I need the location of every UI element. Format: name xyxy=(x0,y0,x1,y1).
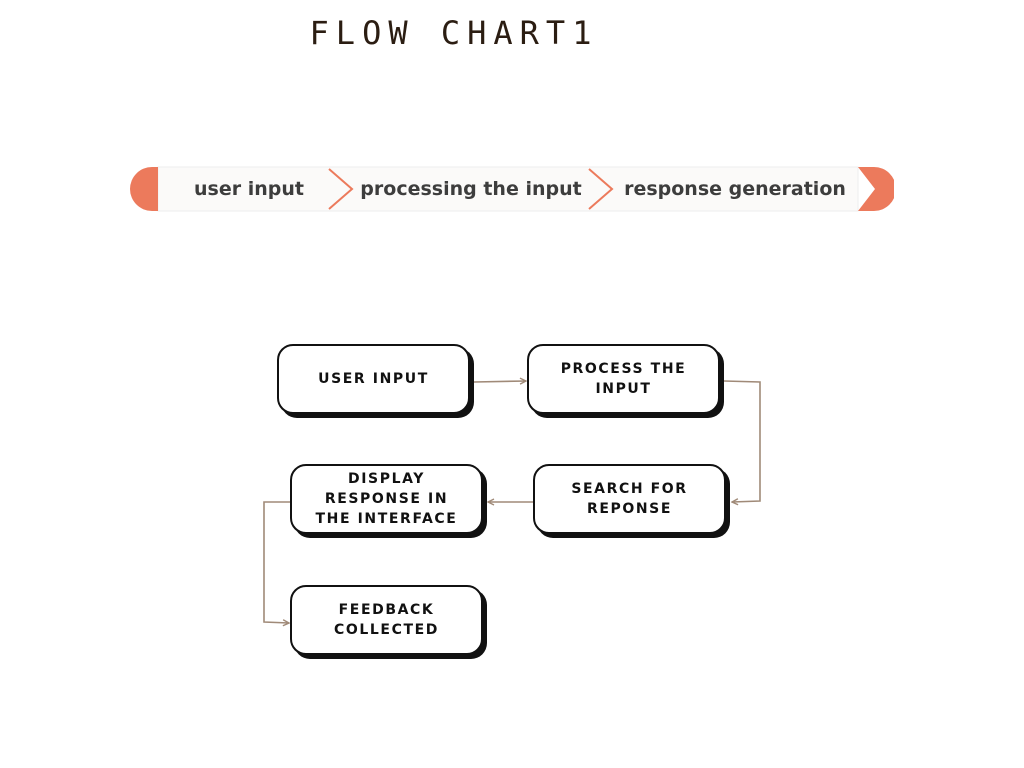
banner-right-cap xyxy=(858,167,894,211)
node-user-input: USER INPUT xyxy=(277,344,470,414)
node-display-response: DISPLAY RESPONSE IN THE INTERFACE xyxy=(290,464,483,534)
banner-stage-response-generation: response generation xyxy=(624,178,846,200)
node-process-input-label: PROCESS THE INPUT xyxy=(560,361,687,397)
banner-stage-user-input: user input xyxy=(194,178,304,200)
process-banner: user input processing the input response… xyxy=(130,164,894,214)
connector-user-to-process xyxy=(473,381,526,382)
banner-chevron-2 xyxy=(588,168,614,210)
banner-left-cap xyxy=(130,167,158,211)
banner-shapes xyxy=(130,166,894,212)
banner-stage-processing: processing the input xyxy=(360,178,582,200)
connector-process-to-search xyxy=(723,380,761,502)
page-title-text: FLOW CHART1 xyxy=(309,14,599,52)
node-feedback-collected: FEEDBACK COLLECTED xyxy=(290,585,483,655)
node-display-response-label: DISPLAY RESPONSE IN THE INTERFACE xyxy=(315,471,458,527)
node-process-input: PROCESS THE INPUT xyxy=(527,344,720,414)
banner-band xyxy=(157,166,859,212)
connector-display-to-feedback xyxy=(263,501,290,623)
node-search-response-label: SEARCH FOR REPONSE xyxy=(571,481,688,517)
node-feedback-collected-label: FEEDBACK COLLECTED xyxy=(334,602,439,638)
banner-chevron-1 xyxy=(328,168,354,210)
node-search-response: SEARCH FOR REPONSE xyxy=(533,464,726,534)
node-user-input-label: USER INPUT xyxy=(318,371,429,387)
page-title: FLOW CHART1 xyxy=(0,14,968,52)
